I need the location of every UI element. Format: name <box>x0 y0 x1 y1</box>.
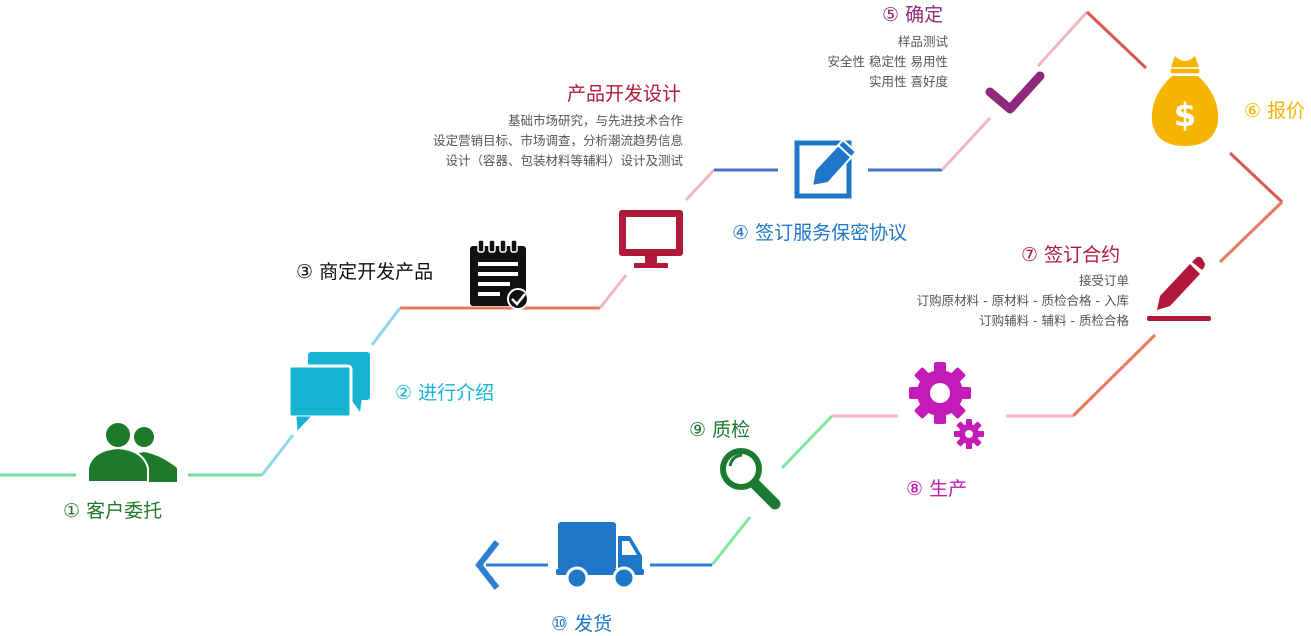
connector <box>684 168 716 202</box>
description-line: 基础市场研究，与先进技术合作 <box>507 113 683 128</box>
checkmark-icon <box>985 71 1045 114</box>
connector <box>1228 151 1284 204</box>
gears-icon <box>909 362 984 449</box>
truck-icon <box>556 522 644 590</box>
notepad-check-icon <box>470 239 529 310</box>
step-7-label: ⑦ 签订合约 <box>1021 244 1121 266</box>
description-line: 实用性 喜好度 <box>869 74 948 89</box>
connector <box>598 274 628 309</box>
connector <box>1071 333 1157 418</box>
connector <box>710 516 752 566</box>
connector <box>780 414 834 470</box>
connector-lines <box>0 10 1284 567</box>
pen-sign-icon <box>1147 256 1211 321</box>
step-9-label: ⑨ 质检 <box>689 419 751 441</box>
confirm-description: 样品测试 安全性 稳定性 易用性 实用性 喜好度 <box>828 32 948 92</box>
step-1-label: ① 客户委托 <box>63 500 163 522</box>
step-4-label: ④ 签订服务保密协议 <box>732 222 908 244</box>
connector <box>370 307 402 346</box>
description-line: 安全性 稳定性 易用性 <box>827 54 948 69</box>
description-line: 设计（容器、包装材料等辅料）设计及测试 <box>445 153 683 168</box>
money-bag-icon: $ <box>1151 56 1219 146</box>
arrow-left-icon <box>475 540 500 590</box>
product-dev-description: 基础市场研究，与先进技术合作 设定营销目标、市场调查，分析潮流趋势信息 设计（容… <box>433 111 683 171</box>
connector <box>260 434 295 476</box>
connector <box>1218 200 1284 264</box>
product-dev-title: 产品开发设计 <box>566 83 681 105</box>
chat-bubbles-icon <box>287 352 370 434</box>
description-line: 设定营销目标、市场调查，分析潮流趋势信息 <box>432 133 683 148</box>
svg-text:$: $ <box>1174 96 1196 134</box>
connector <box>1085 10 1148 70</box>
step-8-label: ⑧ 生产 <box>906 478 968 500</box>
step-2-label: ② 进行介绍 <box>395 382 495 404</box>
users-icon <box>87 421 177 483</box>
step-6-label: ⑥ 报价 <box>1244 100 1306 122</box>
connector <box>1036 10 1089 68</box>
edit-square-icon <box>794 138 858 199</box>
description-line: 订购辅料 - 辅料 - 质检合格 <box>979 313 1129 328</box>
connector <box>940 116 992 172</box>
description-line: 接受订单 <box>1078 273 1129 288</box>
contract-description: 接受订单 订购原材料 - 原材料 - 质检合格 - 入库 订购辅料 - 辅料 -… <box>917 271 1129 331</box>
step-3-label: ③ 商定开发产品 <box>296 261 434 283</box>
step-10-label: ⑩ 发货 <box>551 613 613 635</box>
monitor-icon <box>619 210 683 268</box>
description-line: 订购原材料 - 原材料 - 质检合格 - 入库 <box>916 293 1129 308</box>
magnifier-icon <box>720 448 781 510</box>
step-5-label: ⑤ 确定 <box>882 4 944 26</box>
description-line: 样品测试 <box>897 34 948 49</box>
